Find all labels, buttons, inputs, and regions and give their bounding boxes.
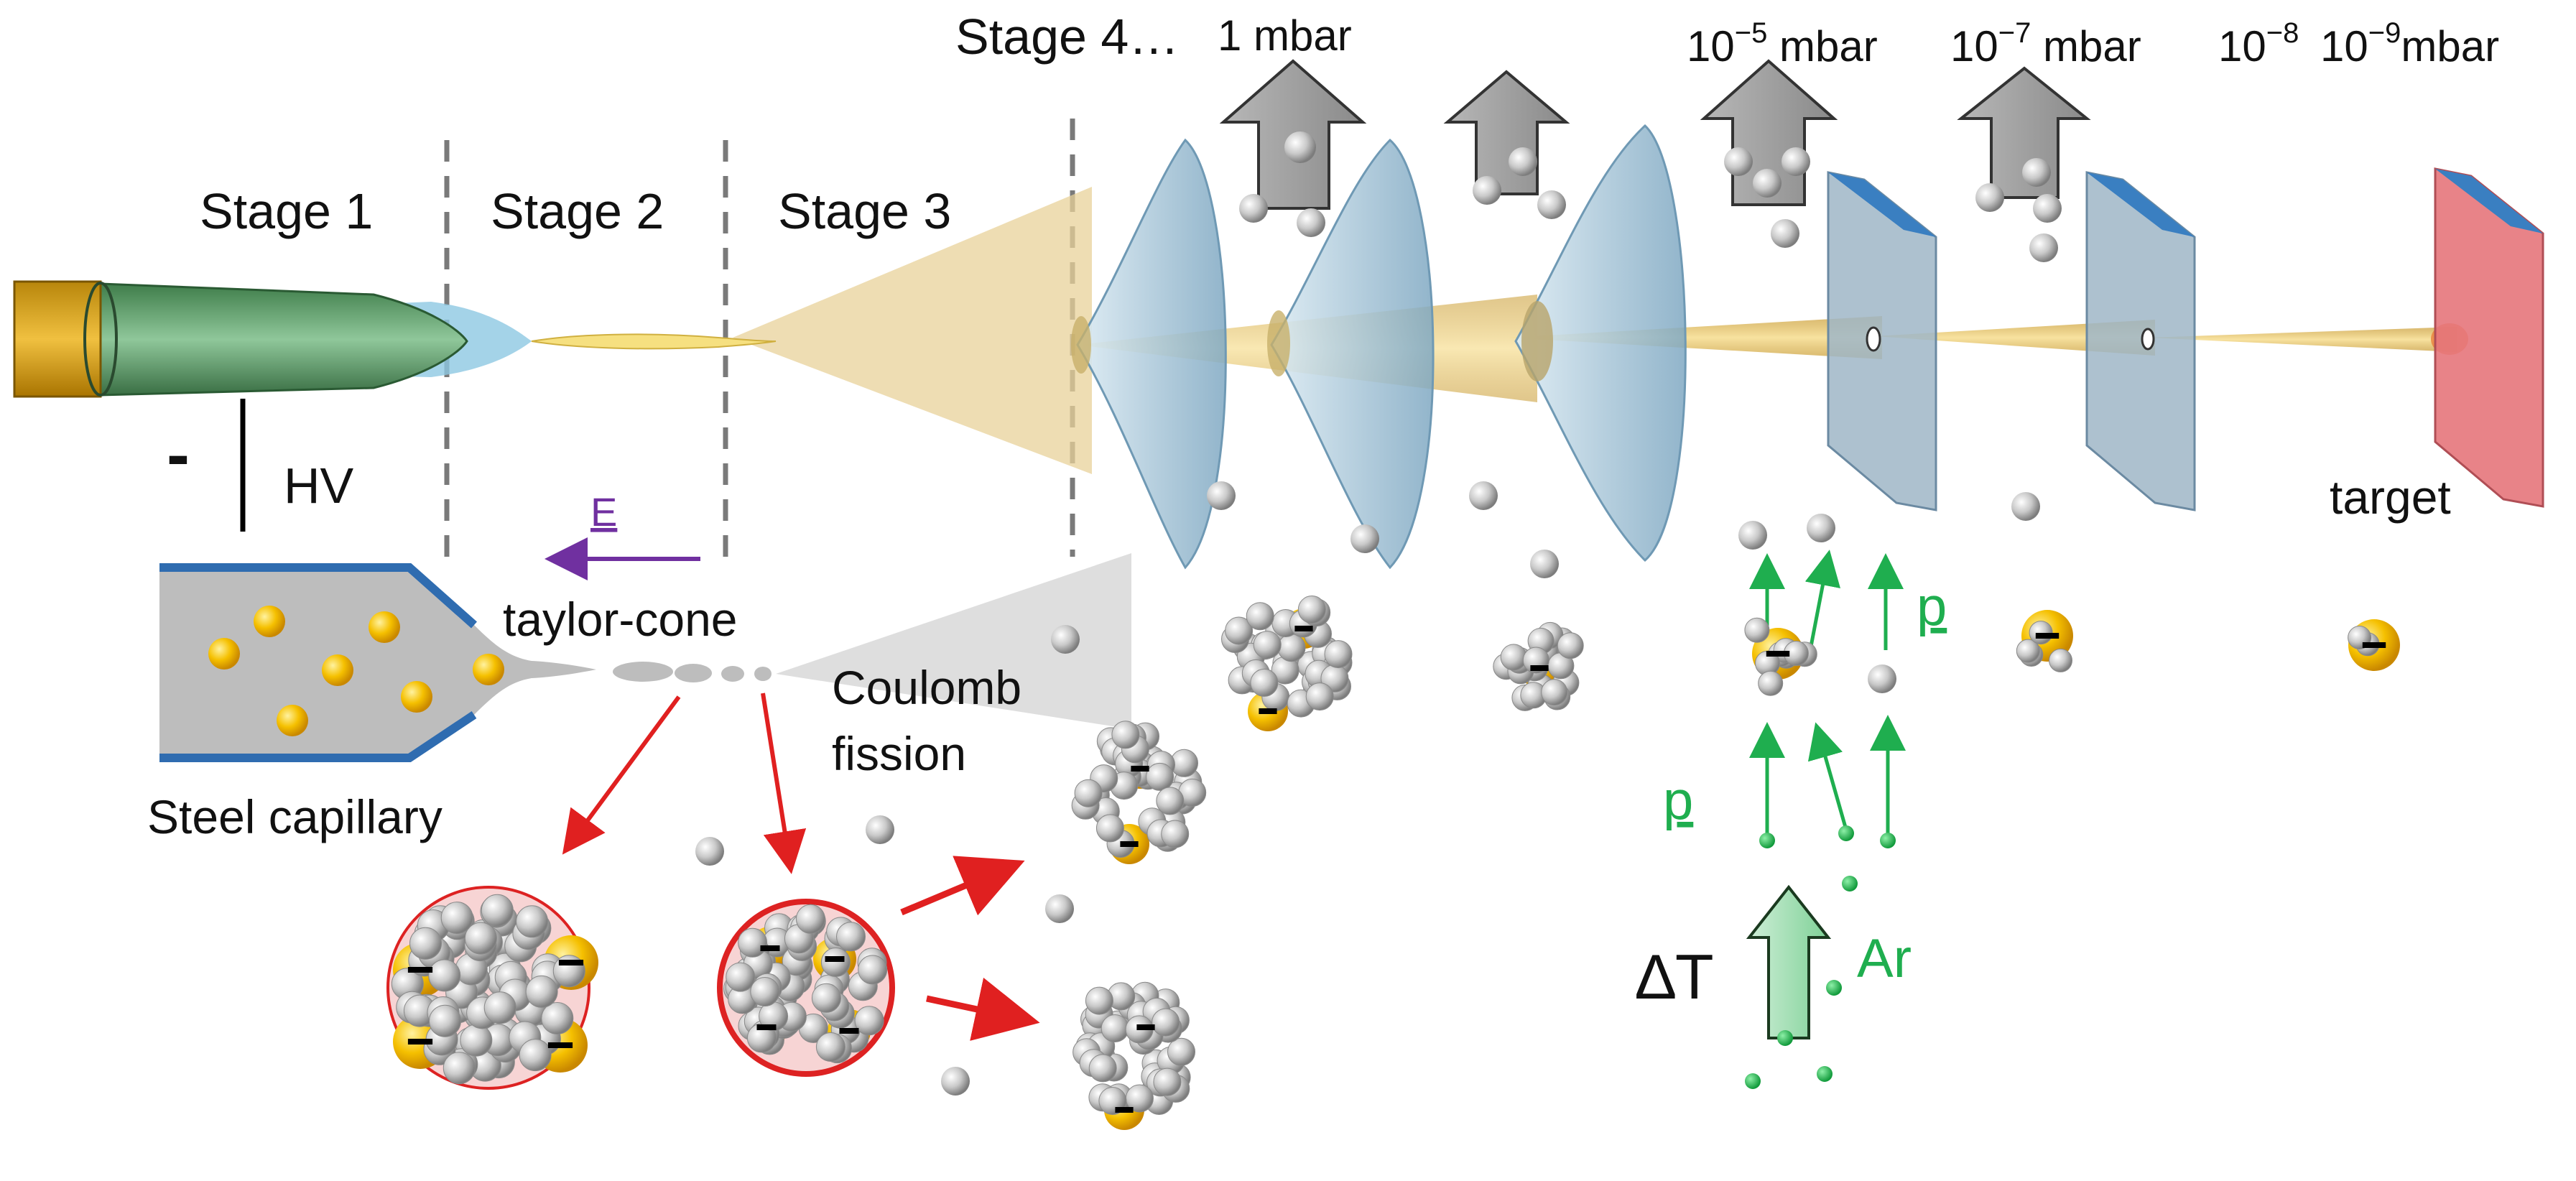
- steel-capillary-label: Steel capillary: [147, 790, 443, 843]
- momentum-label-lower: p: [1663, 770, 1693, 831]
- coulomb-fission-cone: [776, 553, 1131, 729]
- aperture-plate-1: [1827, 171, 1937, 511]
- target-plate: [2434, 167, 2544, 508]
- pressure-1-label: 1 mbar: [1218, 11, 1352, 60]
- delta-t-label: ∆T: [1636, 941, 1714, 1012]
- stage-1-label: Stage 1: [200, 183, 373, 239]
- red-arrow-1: [562, 695, 681, 855]
- cluster-stage4-1: [1221, 596, 1353, 731]
- cluster-layer: [391, 596, 2400, 1130]
- target-label: target: [2330, 471, 2451, 524]
- cluster-stage4-2: [1493, 621, 1584, 711]
- argon-label: Ar: [1857, 928, 1912, 989]
- aperture-plate-2: [2085, 171, 2196, 511]
- skimmer-cone-1: [1076, 138, 1227, 570]
- cluster-stage4-5: [2348, 619, 2400, 671]
- cone-aperture-3: [1521, 301, 1553, 381]
- capillary-body: [99, 282, 468, 397]
- heating-arrow: [1746, 884, 1832, 1039]
- coulomb-label-line2: fission: [832, 727, 966, 780]
- beam-segment-2: [1509, 316, 1882, 359]
- skimmer-cone-3: [1514, 124, 1687, 562]
- hv-label: HV: [284, 458, 354, 514]
- pressure-2-label: 10−5 mbar: [1687, 17, 1878, 70]
- pressure-labels: 1 mbar 10−5 mbar 10−7 mbar 10−8 10−9mbar: [1218, 11, 2499, 70]
- spray-plume: [733, 187, 1092, 474]
- pressure-3-label: 10−7 mbar: [1950, 17, 2141, 70]
- momentum-arrows: [1749, 550, 1906, 837]
- cluster-fission-top: [1071, 721, 1207, 864]
- cluster-large-droplet: [391, 894, 598, 1085]
- capillary-droplet-ions: [208, 606, 504, 736]
- argon-atoms: [1745, 825, 1896, 1089]
- cluster-medium-droplet: [723, 904, 888, 1064]
- taylor-cone-label: taylor-cone: [503, 593, 738, 646]
- emitter-capillary: [13, 280, 777, 532]
- cluster-fission-bottom: [1072, 981, 1195, 1130]
- beam-segment-3: [1875, 320, 2155, 356]
- capillary-holder: [13, 280, 102, 398]
- stage-3-label: Stage 3: [778, 183, 951, 239]
- pump-arrow-4: [1957, 66, 2091, 199]
- droplet-train: [613, 662, 772, 682]
- pressure-4-label: 10−8: [2218, 17, 2299, 70]
- red-arrow-3: [900, 856, 1025, 916]
- cone-aperture-1: [1071, 316, 1091, 374]
- skimmer-cone-2: [1270, 138, 1435, 570]
- beam-segment-4: [2148, 327, 2457, 352]
- minus-sign: -: [167, 416, 190, 493]
- steel-capillary: [159, 553, 1131, 762]
- skimmer-cones: [1071, 124, 1687, 570]
- coulomb-label-line1: Coulomb: [832, 661, 1021, 714]
- cluster-stage4-3: [1744, 617, 1817, 696]
- taylor-jet: [531, 333, 777, 350]
- residual-gas-molecules: [695, 131, 2062, 1096]
- pressure-5-label: 10−9mbar: [2320, 17, 2499, 70]
- cone-aperture-2: [1267, 310, 1290, 376]
- red-arrow-4: [926, 977, 1040, 1041]
- aperture-plates: [1827, 167, 2544, 511]
- stage-2-label: Stage 2: [491, 183, 664, 239]
- momentum-label-upper: p: [1917, 576, 1947, 637]
- stage-labels: Stage 1 Stage 2 Stage 3 Stage 4…: [200, 9, 1179, 239]
- stage-4-label: Stage 4…: [955, 9, 1179, 65]
- pump-arrow-2: [1443, 70, 1570, 195]
- e-field-label: E: [590, 489, 617, 534]
- cluster-stage4-4: [2016, 610, 2073, 672]
- red-arrow-2: [761, 693, 807, 874]
- fission-arrows: [562, 693, 1040, 1041]
- capillary-opening: [83, 282, 118, 397]
